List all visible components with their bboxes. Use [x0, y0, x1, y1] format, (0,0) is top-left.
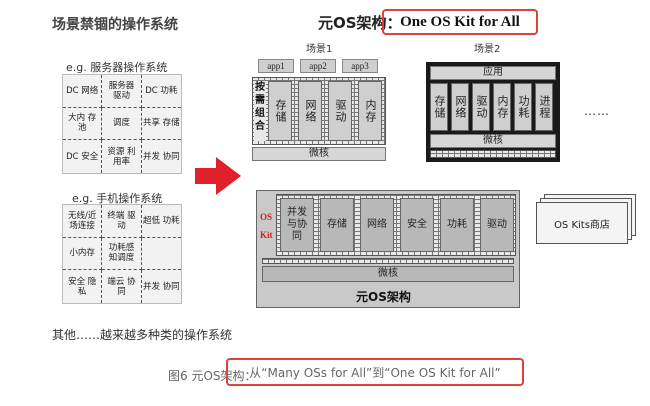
transition-arrow-shaft [195, 168, 217, 184]
os-kit-title: 元OS架构 [356, 290, 411, 304]
os-kit-side-label-kit: Kit [260, 230, 273, 240]
scene1-app: app2 [300, 59, 336, 73]
scene2-module: 网络 [451, 83, 469, 131]
main-title: 元OS架构： [318, 14, 402, 32]
server-os-label: e.g. 服务器操作系统 [66, 61, 168, 74]
phone-piece: 功耗感 知调度 [102, 237, 142, 271]
os-kit-module: 网络 [360, 198, 394, 252]
main-title-highlight: One OS Kit for All [382, 9, 538, 35]
os-kit-module: 功耗 [440, 198, 474, 252]
os-kit-modules-area [276, 194, 516, 256]
server-piece: 资源 利用率 [102, 140, 142, 173]
scene2-brick-base [430, 150, 556, 158]
phone-piece: 终端 驱动 [102, 205, 142, 238]
phone-piece: 并发 协同 [142, 281, 180, 292]
scene1-app: app3 [342, 59, 378, 73]
transition-arrow-icon [216, 157, 241, 195]
scene1-module: 内存 [358, 81, 382, 141]
phone-piece: 安全 隐私 [63, 270, 103, 303]
scene2-module: 存储 [430, 83, 448, 131]
phone-os-label: e.g. 手机操作系统 [72, 192, 163, 205]
scene2-module: 进程 [535, 83, 553, 131]
server-piece: DC 网络 [63, 75, 103, 108]
scene1-module: 网络 [298, 81, 322, 141]
phone-piece: 小内存 [63, 237, 103, 271]
os-kit-module: 存储 [320, 198, 354, 252]
phone-piece [141, 238, 181, 271]
os-kit-module: 安全 [400, 198, 434, 252]
figure-caption-prefix: 图6 元OS架构： [168, 369, 257, 383]
phone-os-puzzle: 无线/近 场连接 终端 驱动 超低 功耗 小内存 功耗感 知调度 安全 隐私 端… [62, 204, 182, 304]
scene1-side-label: 按需组合 [254, 81, 266, 141]
scene1-module: 存储 [268, 81, 292, 141]
server-piece: 共享 存储 [141, 108, 181, 141]
os-kit-brick-strip [262, 258, 514, 264]
figure-caption-highlight: 从“Many OSs for All”到“One OS Kit for All” [226, 358, 524, 386]
os-kits-store: OS Kits商店 [536, 202, 628, 244]
server-os-puzzle: DC 网络 服务器 驱动 DC 功耗 大内 存池 调度 共享 存储 DC 安全 … [62, 74, 182, 174]
scene2-module: 功耗 [514, 83, 532, 131]
os-kit-side-label-os: OS [260, 212, 273, 222]
other-os-note: 其他……越来越多种类的操作系统 [52, 328, 233, 342]
more-scenes-ellipsis: …… [584, 104, 610, 118]
phone-piece: 端云 协同 [102, 270, 142, 303]
phone-piece: 超低 功耗 [141, 205, 181, 238]
server-piece: 服务器 驱动 [102, 75, 142, 108]
scene1-app: app1 [258, 59, 294, 73]
server-piece: DC 安全 [63, 140, 103, 173]
scene1-module: 驱动 [328, 81, 352, 141]
server-piece: 大内 存池 [63, 107, 103, 141]
left-panel-title: 场景禁锢的操作系统 [52, 17, 178, 33]
os-kit-module: 并发与协同 [280, 198, 314, 252]
os-kit-module: 驱动 [480, 198, 514, 252]
server-piece: DC 功耗 [141, 75, 181, 108]
phone-piece: 无线/近 场连接 [63, 205, 103, 238]
server-piece: 并发 协同 [142, 151, 180, 162]
scene1-label: 场景1 [306, 44, 333, 55]
scene2-module: 驱动 [472, 83, 490, 131]
scene2-microkernel: 微核 [430, 134, 556, 148]
server-piece: 调度 [102, 107, 142, 141]
scene2-app-bar: 应用 [430, 66, 556, 80]
os-kits-store-label: OS Kits商店 [554, 219, 610, 231]
scene2-module: 内存 [493, 83, 511, 131]
scene1-microkernel: 微核 [252, 147, 386, 161]
os-kit-microkernel: 微核 [262, 266, 514, 282]
scene2-label: 场景2 [474, 44, 501, 55]
